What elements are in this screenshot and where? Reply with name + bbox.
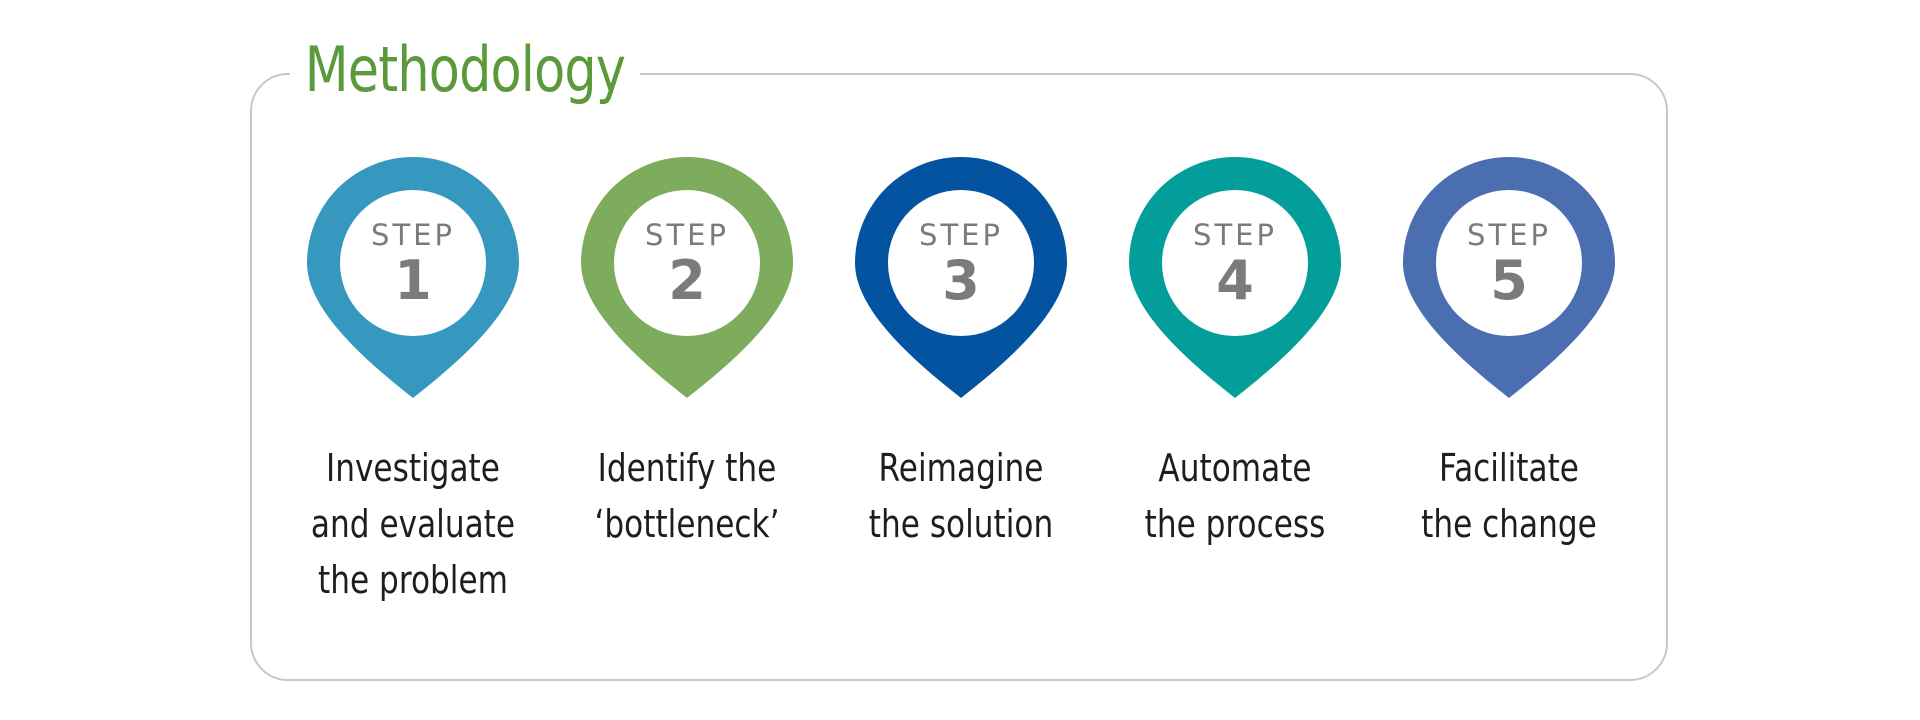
step-number: 5 [1490,249,1528,312]
step-word: STEP [1467,218,1551,252]
description-line: Reimagine [878,446,1044,490]
step-4: STEP 4 Automate the process [1115,155,1355,615]
step-2-pin-icon [577,155,797,405]
description-line: the process [1144,502,1326,546]
step-word: STEP [919,218,1003,252]
step-number: 1 [394,249,432,312]
step-3: STEP 3 Reimagine the solution [841,155,1081,615]
step-1-pin-icon [303,155,523,405]
page-title: Methodology [290,20,640,120]
step-word: STEP [645,218,729,252]
step-word: STEP [1193,218,1277,252]
methodology-frame [250,73,1668,681]
step-number: 2 [668,249,706,312]
description-line: Facilitate [1439,446,1579,490]
step-4-pin-icon [1125,155,1345,405]
description-line: Investigate [326,446,500,490]
description-line: the problem [318,558,508,602]
step-1-description: Investigate and evaluate the problem [298,440,528,608]
description-line: the solution [868,502,1054,546]
step-2: STEP 2 Identify the ‘bottleneck’ [567,155,807,615]
step-1: STEP 1 Investigate and evaluate the prob… [293,155,533,615]
description-line: the change [1421,502,1597,546]
description-line: Identify the [597,446,777,490]
step-5-description: Facilitate the change [1394,440,1624,552]
step-3-description: Reimagine the solution [846,440,1076,552]
step-number: 4 [1216,249,1254,312]
step-3-pin-icon [851,155,1071,405]
description-line: ‘bottleneck’ [594,502,780,546]
step-2-description: Identify the ‘bottleneck’ [572,440,802,552]
step-4-description: Automate the process [1120,440,1350,552]
step-5: STEP 5 Facilitate the change [1389,155,1629,615]
description-line: and evaluate [310,502,516,546]
step-word: STEP [371,218,455,252]
step-5-pin-icon [1399,155,1619,405]
step-number: 3 [942,249,980,312]
description-line: Automate [1158,446,1312,490]
